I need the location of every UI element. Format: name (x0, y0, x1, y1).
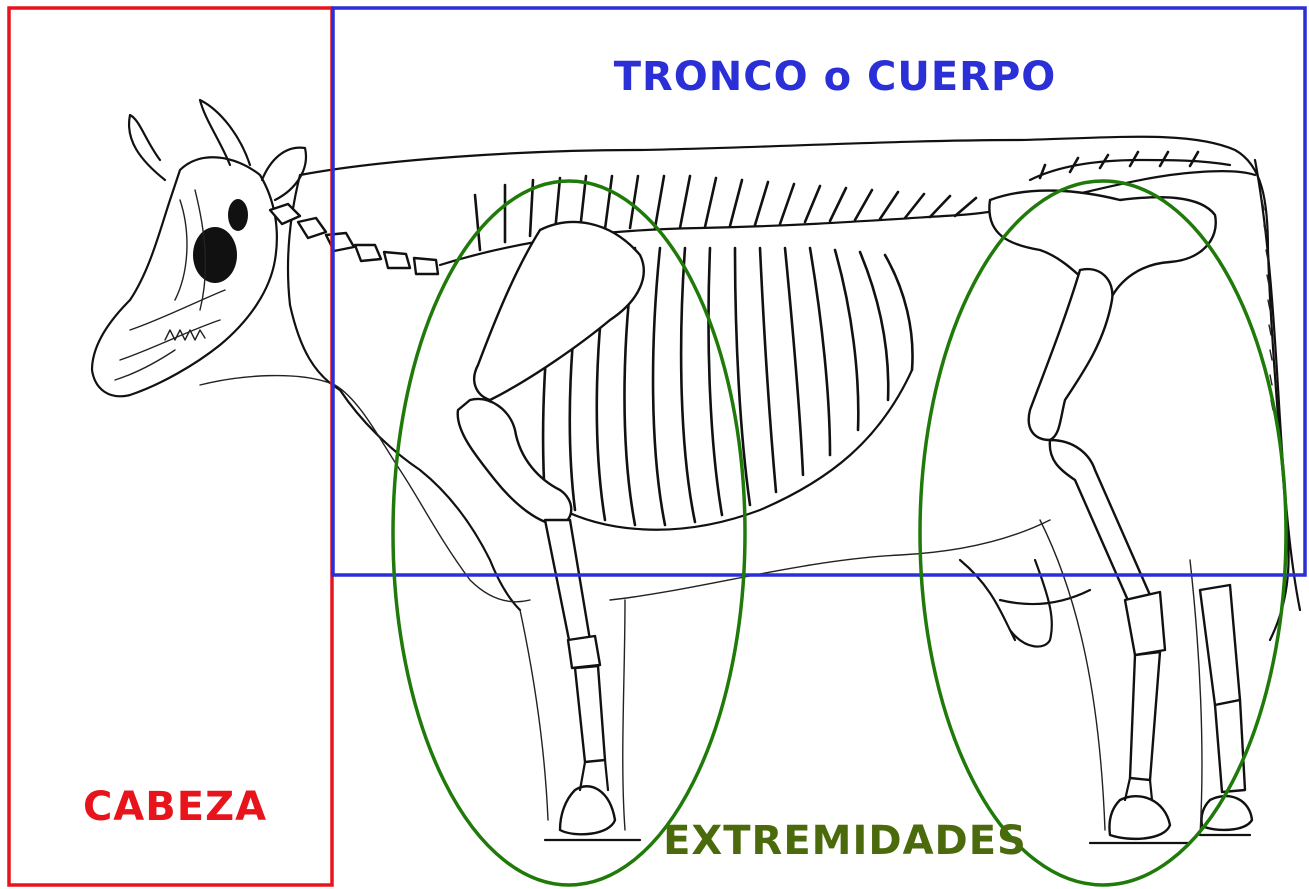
cow-hock (1125, 592, 1165, 655)
trunk-label: TRONCO o CUERPO (614, 54, 1057, 100)
head-region-box (9, 8, 332, 885)
cow-skull-lines (115, 190, 225, 380)
cow-carpus (568, 636, 600, 668)
cow-eye-socket (193, 227, 237, 283)
cow-hind-hoof (1109, 796, 1170, 839)
cow-tail (1255, 160, 1300, 610)
cow-radius (545, 520, 590, 645)
cow-belly-line (610, 520, 1050, 600)
cow-humerus (458, 399, 572, 525)
cow-femur (1029, 269, 1113, 440)
limbs-label: EXTREMIDADES (663, 818, 1027, 864)
cow-udder (960, 560, 1090, 647)
cow-cannon-front (575, 666, 605, 762)
cow-cervical-vertebrae (270, 204, 438, 274)
cow-orbit (228, 199, 248, 231)
cow-horn-left (129, 115, 165, 180)
cow-horn-right (200, 100, 250, 165)
head-label: CABEZA (83, 784, 267, 830)
cow-foreleg-bones (458, 222, 644, 834)
cow-illustration (92, 100, 1300, 843)
cow-front-hoof (560, 786, 615, 834)
cow-teeth (165, 330, 205, 340)
cow-hindleg-bones (989, 191, 1252, 839)
cow-cannon-hind (1130, 652, 1160, 780)
